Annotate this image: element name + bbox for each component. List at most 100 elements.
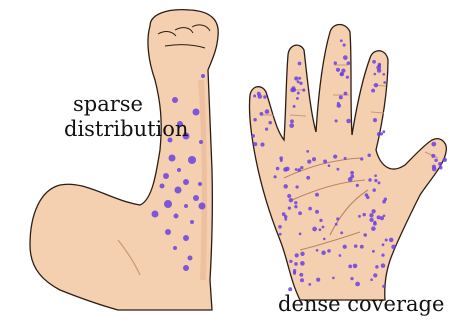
lesion-dot <box>367 153 371 157</box>
lesion-dot <box>374 174 377 177</box>
lesion-dot <box>431 154 435 158</box>
lesion-dot <box>321 251 326 256</box>
lesion-dot <box>334 61 337 64</box>
label-line-distribution: distribution <box>64 117 144 142</box>
lesion-dot <box>201 74 205 78</box>
lesion-dot <box>297 80 300 83</box>
lesion-dot <box>289 198 293 202</box>
lesion-dot <box>251 134 255 138</box>
lesion-dot <box>307 159 311 163</box>
lesion-dot <box>380 132 383 135</box>
lesion-dot <box>298 211 302 215</box>
lesion-dot <box>282 212 286 216</box>
lesion-dot <box>382 243 385 246</box>
lesion-dot <box>253 118 257 122</box>
lesion-dot <box>374 73 377 76</box>
lesion-dot <box>350 277 353 280</box>
lesion-dot <box>358 215 361 218</box>
lesion-dot <box>369 218 373 222</box>
lesion-dot <box>371 226 376 231</box>
lesion-dot <box>300 278 304 282</box>
lesion-dot <box>319 219 322 222</box>
lesion-dot <box>373 273 377 277</box>
lesion-dot <box>340 73 343 76</box>
lesion-dot <box>165 229 171 235</box>
lesion-dot <box>432 165 436 169</box>
lesion-dot <box>297 168 301 172</box>
lesion-dot <box>343 245 347 249</box>
lesion-dot <box>183 179 189 185</box>
lesion-dot <box>193 109 200 116</box>
lesion-dot <box>268 121 272 125</box>
lesion-dot <box>336 217 339 220</box>
lesion-dot <box>374 83 378 87</box>
lesion-dot <box>174 214 179 219</box>
lesion-dot <box>381 263 386 268</box>
lesion-dot <box>306 176 310 180</box>
lesion-dot <box>368 178 371 181</box>
lesion-dot <box>350 175 354 179</box>
lesion-dot <box>372 250 375 253</box>
lesion-dot <box>371 209 375 213</box>
lesion-dot <box>292 86 296 90</box>
lesion-dot <box>337 103 341 107</box>
lesion-dot <box>431 142 436 147</box>
lesion-dot <box>293 271 296 274</box>
lesion-dot <box>373 118 377 122</box>
lesion-dot <box>308 283 311 286</box>
lesion-dot <box>294 205 297 208</box>
lesion-dot <box>315 210 319 214</box>
lesion-dot <box>382 130 385 133</box>
lesion-dot <box>327 249 331 253</box>
lesion-dot <box>169 155 176 162</box>
lesion-dot <box>369 213 373 217</box>
lesion-dot <box>312 227 317 232</box>
lesion-dot <box>340 39 343 42</box>
lesion-dot <box>434 159 437 162</box>
lesion-dot <box>298 77 301 80</box>
lesion-dot <box>385 238 388 241</box>
lesion-dot <box>293 105 296 108</box>
lesion-dot <box>322 226 325 229</box>
lesion-dot <box>260 112 264 116</box>
lesion-dot <box>354 244 358 248</box>
lesion-dot <box>335 119 338 122</box>
lesion-dot <box>316 278 320 282</box>
lesion-dot <box>339 95 343 99</box>
lesion-dot <box>340 231 343 234</box>
lesion-dot <box>172 97 178 103</box>
lesion-dot <box>383 214 386 217</box>
lesion-dot <box>377 68 381 72</box>
lesion-dot <box>381 253 384 256</box>
lesion-dot <box>344 157 347 160</box>
lesion-dot <box>193 195 199 201</box>
lesion-dot <box>337 168 340 171</box>
lesion-dot <box>343 44 346 47</box>
lesion-dot <box>360 245 364 249</box>
lesion-dot <box>382 73 385 76</box>
lesion-dot <box>279 233 282 236</box>
lesion-dot <box>295 168 298 171</box>
sparse-distribution-label: sparse distribution <box>72 92 144 142</box>
lesion-dot <box>188 156 196 164</box>
lesion-dot <box>355 282 360 287</box>
lesion-dot <box>300 166 303 169</box>
lesion-dot <box>382 285 385 288</box>
lesion-dot <box>175 187 182 194</box>
lesion-dot <box>183 235 189 241</box>
lesion-dot <box>188 256 193 261</box>
lesion-dot <box>152 211 159 218</box>
lesion-dot <box>199 203 206 210</box>
lesion-dot <box>370 278 373 281</box>
lesion-dot <box>300 261 305 266</box>
lesion-dot <box>339 254 342 257</box>
lesion-dot <box>199 140 203 144</box>
lesion-dot <box>374 179 377 182</box>
lesion-dot <box>346 119 351 124</box>
lesion-dot <box>295 185 298 188</box>
lesion-dot <box>283 184 287 188</box>
lesion-dot <box>347 61 351 65</box>
lesion-dot <box>315 193 319 197</box>
